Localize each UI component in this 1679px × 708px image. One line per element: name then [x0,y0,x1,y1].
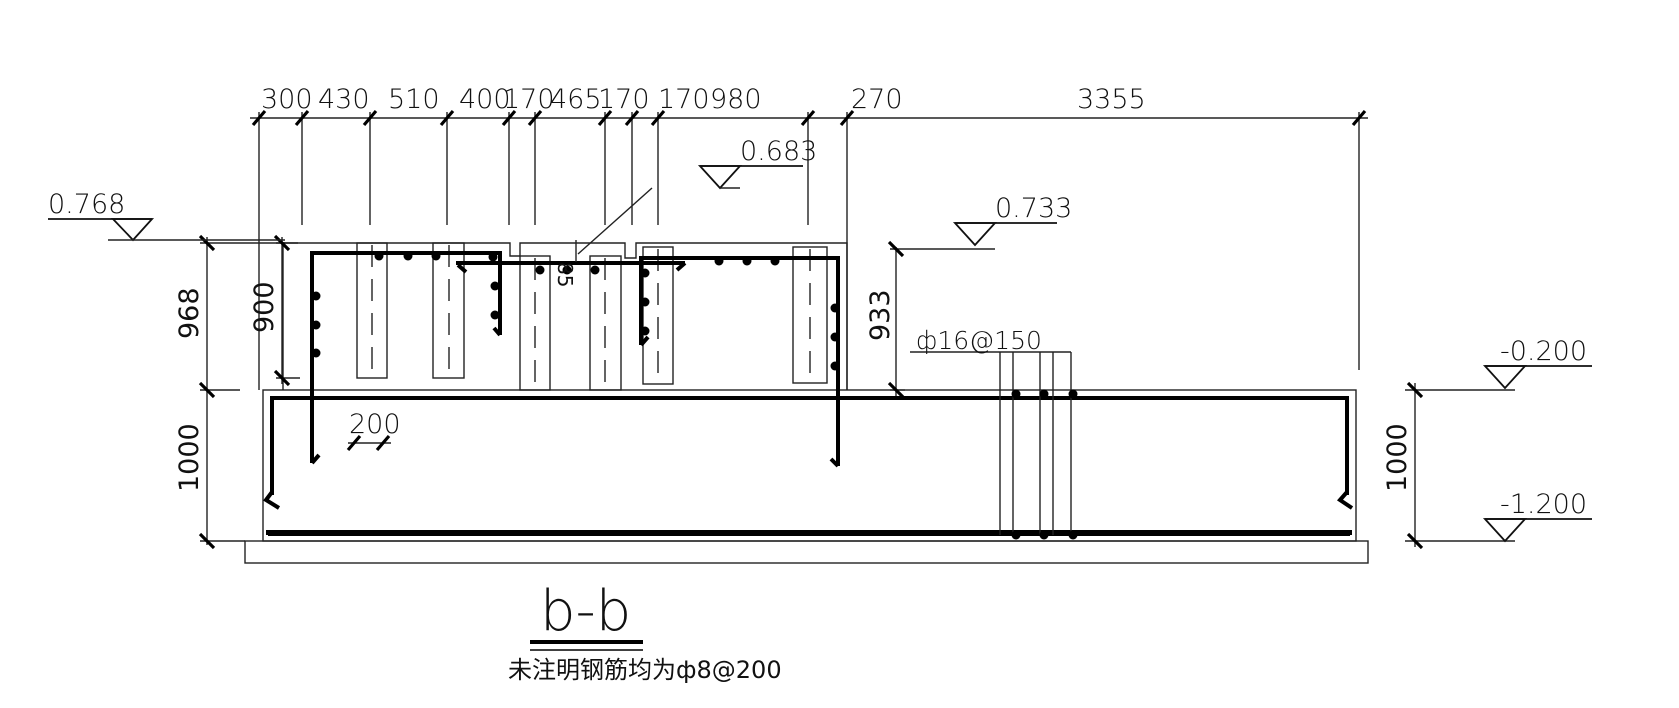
rebar [263,251,1354,536]
dim-right-1000: 1000 [1382,423,1413,492]
dim-top-980: 980 [710,84,762,115]
dim-top-270: 270 [851,84,903,115]
dim-top-3355: 3355 [1077,84,1146,115]
dim-top-465: 465 [550,84,602,115]
dim-inner-85: 85 [553,262,577,287]
concrete-outline [244,242,1369,564]
elevation-neg1200: -1.200 [1500,489,1587,520]
dim-top-430: 430 [318,84,370,115]
dim-top-170a: 170 [503,84,555,115]
section-title: b-b [540,579,631,644]
dim-left-1000: 1000 [174,423,205,492]
dim-top-170c: 170 [658,84,710,115]
elevation-0733: 0.733 [995,193,1072,224]
top-dimension-chain [250,109,1368,390]
elevation-neg0200: -0.200 [1500,336,1587,367]
dim-right-933: 933 [865,289,896,341]
left-dimension-chain [198,234,300,550]
rebar-label: ф16@150 [916,326,1042,355]
section-note: 未注明钢筋均为ф8@200 [508,656,782,684]
dim-top-170b: 170 [598,84,650,115]
dim-top-510: 510 [388,84,440,115]
piles [356,242,828,391]
inner-dimensions [346,240,577,452]
elevation-0683: 0.683 [740,136,817,167]
dim-top-300: 300 [261,84,313,115]
rebar-dots [311,251,1078,540]
dim-inner-200: 200 [349,409,401,440]
elevation-markers [48,165,1592,543]
right-dimension-chain [887,240,1515,550]
elevation-0768: 0.768 [48,189,125,220]
dim-left-968: 968 [174,287,205,339]
dim-left-900: 900 [249,281,280,333]
dim-top-400: 400 [459,84,511,115]
